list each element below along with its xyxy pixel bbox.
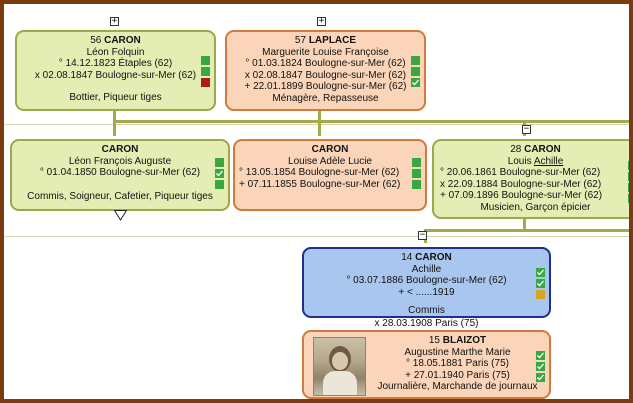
given-names: Achille: [411, 263, 442, 275]
source-ok-icon[interactable]: [201, 56, 210, 65]
collapse-button[interactable]: −: [522, 124, 531, 134]
given-name: Louis: [507, 155, 532, 167]
given-names: Léon Folquin: [86, 46, 145, 58]
person-name: 57 LAPLACE: [227, 35, 424, 47]
person-name: CARON: [235, 144, 425, 156]
birth-event: ° 18.05.1881 Paris (75): [406, 358, 509, 370]
person-card-sibling-caron-louise[interactable]: CARON Louise Adèle Lucie ° 13.05.1854 Bo…: [233, 139, 427, 211]
person-card-14-caron-root[interactable]: 14 CARON Achille ° 03.07.1886 Boulogne-s…: [302, 247, 551, 318]
portrait-photo[interactable]: [313, 337, 366, 396]
source-verified-icon[interactable]: [536, 351, 545, 360]
couple-connector: [424, 229, 629, 232]
death-event: + < ......1919: [398, 286, 455, 298]
marriage-event: x 02.08.1847 Boulogne-sur-Mer (62): [34, 69, 197, 81]
death-event: + 07.09.1896 Boulogne-sur-Mer (62): [440, 190, 603, 202]
sosa-number: 57: [294, 35, 307, 46]
surname: CARON: [101, 144, 139, 155]
birth-event: ° 01.03.1824 Boulogne-sur-Mer (62): [245, 58, 406, 70]
birth-event: ° 14.12.1823 Étaples (62): [58, 58, 173, 70]
occupation: Journalière, Marchande de journaux: [377, 381, 538, 393]
source-ok-icon[interactable]: [412, 180, 421, 189]
person-name: 15 BLAIZOT: [366, 335, 549, 347]
source-ok-icon[interactable]: [412, 158, 421, 167]
person-name: 14 CARON: [304, 252, 549, 264]
source-ok-icon[interactable]: [411, 56, 420, 65]
surname: BLAIZOT: [442, 335, 487, 346]
person-card-sibling-caron-leon[interactable]: CARON Léon François Auguste ° 01.04.1850…: [10, 139, 230, 211]
occupation: Commis, Soigneur, Cafetier, Piqueur tige…: [27, 190, 213, 202]
given-names: Léon François Auguste: [68, 155, 172, 167]
person-name: CARON: [12, 144, 228, 156]
source-ok-icon[interactable]: [628, 172, 629, 181]
sosa-number: 14: [401, 252, 413, 263]
person-name: 56 CARON: [17, 35, 214, 47]
occupation: Bottier, Piqueur tiges: [69, 92, 162, 104]
source-verified-icon[interactable]: [536, 279, 545, 288]
source-verified-icon[interactable]: [536, 362, 545, 371]
surname: CARON: [311, 144, 349, 155]
usual-given-name: Achille: [533, 155, 564, 167]
person-card-28-caron[interactable]: 28 CARON Louis Achille ° 20.06.1861 Boul…: [432, 139, 629, 219]
sosa-number: 15: [428, 335, 440, 346]
expand-ancestors-button[interactable]: +: [317, 16, 326, 26]
death-event: + 07.11.1855 Boulogne-sur-Mer (62): [239, 178, 401, 190]
birth-event: ° 20.06.1861 Boulogne-sur-Mer (62): [440, 167, 601, 179]
children-connector: [113, 120, 629, 123]
source-ok-icon[interactable]: [628, 183, 629, 192]
source-verified-icon[interactable]: [215, 169, 224, 178]
death-event: + 22.01.1899 Boulogne-sur-Mer (62): [244, 81, 407, 93]
sosa-number: 28: [510, 144, 522, 155]
couple-connector: [318, 109, 321, 122]
person-name: 28 CARON: [434, 144, 629, 156]
person-card-56-caron[interactable]: 56 CARON Léon Folquin ° 14.12.1823 Étapl…: [15, 30, 216, 111]
source-verified-icon[interactable]: [411, 78, 420, 87]
source-ok-icon[interactable]: [215, 180, 224, 189]
occupation: Musicien, Garçon épicier: [480, 201, 591, 213]
couple-connector: [113, 109, 116, 122]
sosa-number: 56: [90, 35, 102, 46]
person-card-15-blaizot[interactable]: 15 BLAIZOT Augustine Marthe Marie ° 18.0…: [302, 330, 551, 399]
source-missing-icon[interactable]: [201, 78, 210, 87]
surname: CARON: [104, 35, 141, 46]
birth-event: ° 03.07.1886 Boulogne-sur-Mer (62): [346, 275, 507, 287]
occupation: Commis: [408, 305, 445, 317]
person-card-57-laplace[interactable]: 57 LAPLACE Marguerite Louise Françoise °…: [225, 30, 426, 111]
generation-separator: [4, 236, 629, 237]
descendants-indicator-icon[interactable]: [114, 210, 127, 221]
given-names: Marguerite Louise Françoise: [262, 46, 389, 58]
couple-connector: [523, 215, 526, 231]
marriage-event: x 22.09.1884 Boulogne-sur-Mer (62): [440, 178, 602, 190]
marriage-info: x 28.03.1908 Paris (75): [374, 318, 479, 329]
given-names: Augustine Marthe Marie: [404, 346, 511, 358]
source-ok-icon[interactable]: [628, 194, 629, 203]
birth-event: ° 13.05.1854 Boulogne-sur-Mer (62): [239, 167, 400, 179]
source-ok-icon[interactable]: [412, 169, 421, 178]
source-verified-icon[interactable]: [536, 268, 545, 277]
surname: LAPLACE: [308, 35, 357, 46]
birth-event: ° 01.04.1850 Boulogne-sur-Mer (62): [39, 167, 201, 179]
source-ok-icon[interactable]: [411, 67, 420, 76]
source-partial-icon[interactable]: [536, 290, 545, 299]
source-ok-icon[interactable]: [201, 67, 210, 76]
source-verified-icon[interactable]: [536, 373, 545, 382]
given-names: Louise Adèle Lucie: [288, 155, 372, 167]
collapse-button[interactable]: −: [418, 230, 427, 240]
surname: CARON: [415, 252, 452, 263]
source-ok-icon[interactable]: [215, 158, 224, 167]
surname: CARON: [524, 144, 561, 155]
death-event: + 27.01.1940 Paris (75): [405, 369, 510, 381]
children-connector: [318, 120, 321, 136]
given-names: Louis Achille: [434, 155, 629, 168]
source-ok-icon[interactable]: [628, 161, 629, 170]
occupation: Ménagère, Repasseuse: [272, 92, 379, 104]
expand-ancestors-button[interactable]: +: [110, 16, 119, 26]
children-connector: [113, 120, 116, 136]
generation-separator: [4, 124, 629, 125]
marriage-event: x 02.08.1847 Boulogne-sur-Mer (62): [244, 69, 407, 81]
expand-descendants-button[interactable]: [422, 399, 431, 403]
